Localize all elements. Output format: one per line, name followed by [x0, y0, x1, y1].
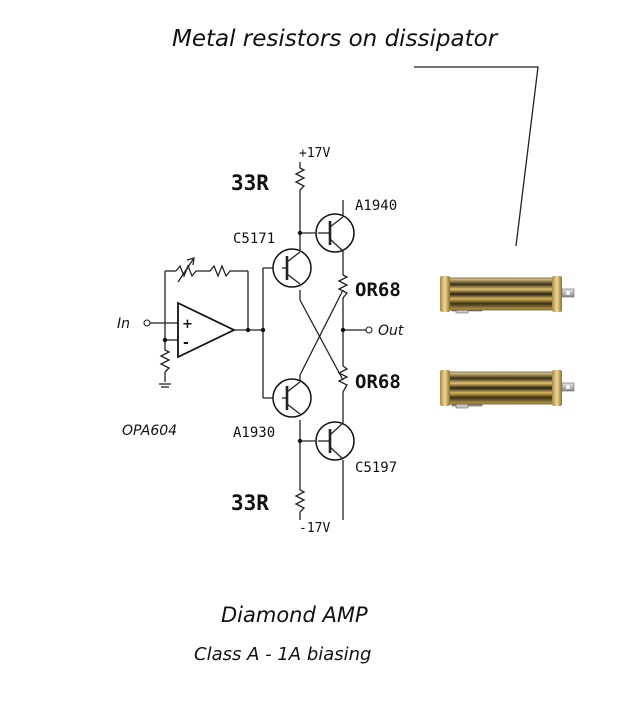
variable-arrow	[177, 257, 195, 283]
diagram-subtitle: Class A - 1A biasing	[194, 644, 372, 665]
opamp-name-label: OPA604	[122, 423, 177, 439]
transistor-c5171-icon	[272, 248, 312, 288]
transistor-a1930-icon	[272, 378, 312, 418]
resistor-or68-bottom-label: OR68	[355, 371, 401, 393]
resistor-or68-bottom	[337, 365, 349, 393]
transistor-a1940-icon	[315, 213, 355, 253]
resistor-or68-top	[337, 274, 349, 299]
output-label: Out	[378, 323, 404, 339]
transistor-a1930-label: A1930	[233, 425, 275, 441]
transistor-c5197-icon	[315, 421, 355, 461]
input-terminal-icon	[143, 319, 151, 327]
wires	[150, 162, 366, 520]
junction-dots	[162, 230, 346, 444]
resistor-feedback	[175, 264, 238, 278]
transistor-a1940-label: A1940	[355, 198, 397, 214]
opamp-minus-label: -	[183, 335, 189, 351]
metal-resistor-bottom-image	[440, 370, 575, 409]
metal-resistor-top-image	[440, 276, 575, 314]
transistor-c5171-label: C5171	[233, 231, 275, 247]
resistor-33r-bottom	[294, 489, 306, 513]
supply-positive-label: +17V	[299, 146, 330, 161]
output-terminal-icon	[365, 326, 373, 334]
resistor-or68-top-label: OR68	[355, 279, 401, 301]
ground-icon	[159, 383, 171, 388]
resistor-input	[159, 349, 171, 373]
opamp-symbol	[177, 301, 237, 359]
variable-arrowhead-icon	[186, 257, 195, 266]
resistor-33r-top-label: 33R	[231, 171, 269, 195]
resistor-33r-top	[294, 167, 306, 191]
opamp-plus-label: +	[182, 317, 193, 332]
transistor-c5197-label: C5197	[355, 460, 397, 476]
diagram-title: Diamond AMP	[221, 603, 368, 627]
input-label: In	[117, 316, 130, 332]
annotation-leader-line	[414, 66, 539, 247]
supply-negative-label: -17V	[299, 521, 330, 536]
annotation-label: Metal resistors on dissipator	[172, 26, 499, 52]
resistor-33r-bottom-label: 33R	[231, 491, 269, 515]
